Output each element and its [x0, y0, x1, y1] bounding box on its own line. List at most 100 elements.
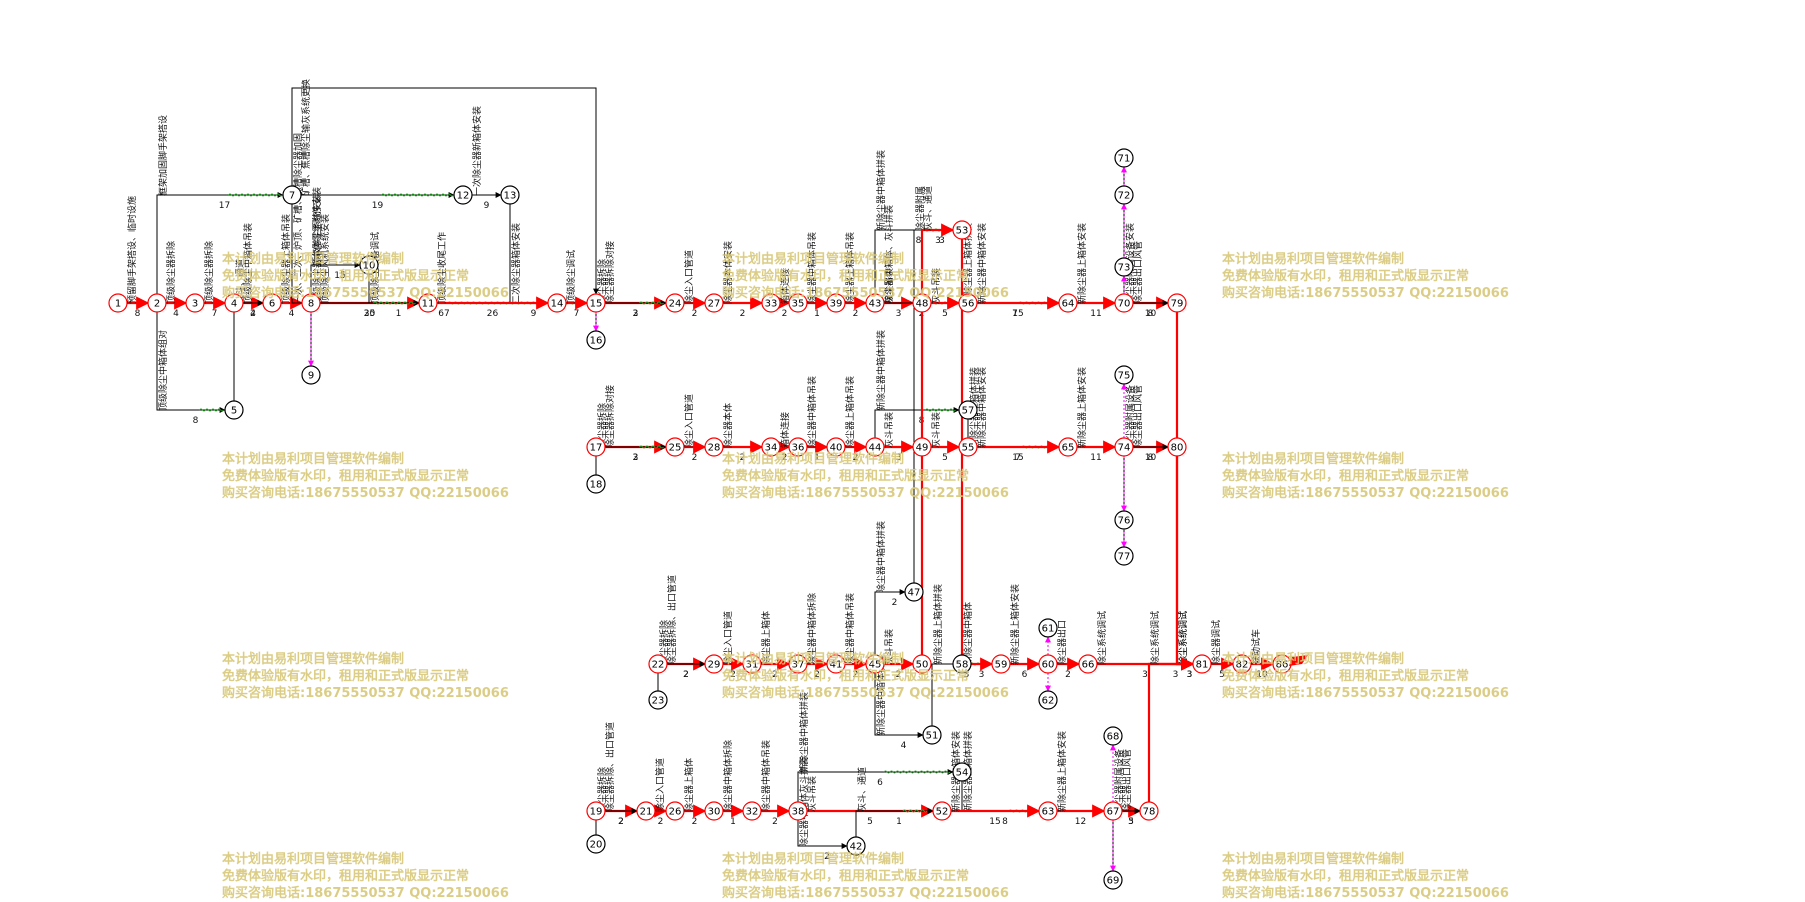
- node-circle: [665, 293, 685, 313]
- event-node-68: 68: [1103, 726, 1123, 746]
- node-circle: [586, 437, 606, 457]
- activity-duration: 4: [901, 741, 907, 751]
- activity-name: 顶级除尘风机系统安装: [319, 214, 331, 304]
- event-node-62: 62: [1038, 690, 1058, 710]
- node-number: 70: [1118, 299, 1131, 310]
- node-number: 41: [830, 660, 843, 671]
- event-node-11: 11: [418, 293, 438, 313]
- node-circle: [865, 293, 885, 313]
- free-float-wave: [373, 301, 416, 305]
- activity-duration: 2: [692, 453, 698, 463]
- event-node-58: 58: [952, 654, 972, 674]
- node-circle: [418, 293, 438, 313]
- node-circle: [788, 801, 808, 821]
- activity-duration: 5: [1128, 817, 1134, 827]
- activity-name: 除尘器中箱体、灰斗拼装: [883, 205, 895, 304]
- activity-name: 新除尘器上箱体安装: [1076, 367, 1088, 448]
- node-circle: [865, 437, 885, 457]
- node-number: 33: [765, 299, 778, 310]
- watermark-line-1: 本计划由易利项目管理软件编制: [222, 252, 405, 267]
- watermark-line-1: 本计划由易利项目管理软件编制: [1222, 852, 1405, 867]
- activity-name: 除尘器附属: [914, 186, 926, 231]
- node-number: 31: [746, 660, 759, 671]
- event-node-34: 34: [761, 437, 781, 457]
- activity-name: 新除尘器中箱体拼装: [875, 330, 887, 411]
- event-node-6: 6: [262, 293, 282, 313]
- activity-name: 顶级除尘中箱体吊装: [242, 223, 254, 304]
- event-node-13: 13: [500, 185, 520, 205]
- watermark-block-12: 本计划由易利项目管理软件编制 免费体验版有水印，租用和正式版显示正常 购买咨询电…: [1222, 851, 1509, 902]
- activity-duration: 15: [334, 271, 345, 281]
- activity-duration: 3: [979, 670, 985, 680]
- activity-duration: 10: [1256, 670, 1268, 680]
- node-circle: [1114, 365, 1134, 385]
- node-number: 81: [1196, 660, 1209, 671]
- node-circle: [1103, 801, 1123, 821]
- event-node-80: 80: [1167, 437, 1187, 457]
- node-circle: [1114, 546, 1134, 566]
- activity-arrow: [595, 444, 667, 475]
- finish-flag-icon: [1289, 655, 1308, 666]
- node-circle: [1058, 437, 1078, 457]
- watermark-line-1: 本计划由易利项目管理软件编制: [222, 852, 405, 867]
- node-number: 49: [916, 443, 929, 454]
- watermark-line-2: 免费体验版有水印，租用和正式版显示正常: [1222, 669, 1470, 684]
- activity-duration: 9: [484, 201, 490, 211]
- event-node-60: 60: [1038, 654, 1058, 674]
- activity-arrow: [920, 223, 955, 655]
- activity-duration: 67: [438, 309, 449, 319]
- node-number: 5: [231, 406, 237, 417]
- activity-name: 框架加固脚手架搭设: [157, 115, 169, 196]
- activity-name: 新除尘器中箱体安装: [976, 223, 988, 304]
- watermark-block-4: 本计划由易利项目管理软件编制 免费体验版有水印，租用和正式版显示正常 购买咨询电…: [222, 451, 509, 502]
- event-node-57: 57: [958, 400, 978, 420]
- node-number: 9: [308, 371, 314, 382]
- activity-name: 除尘器出口: [1056, 620, 1068, 665]
- activity-duration: 2: [692, 309, 698, 319]
- activity-name: 除尘器出口风管: [1132, 385, 1144, 448]
- node-number: 1: [115, 299, 121, 310]
- activity-arrow: [874, 589, 906, 655]
- node-number: 20: [590, 840, 603, 851]
- activity-name: 除尘器附属设备: [1113, 749, 1125, 812]
- node-number: 61: [1042, 624, 1055, 635]
- node-circle: [1114, 510, 1134, 530]
- node-number: 75: [1118, 371, 1131, 382]
- activity-duration: 30: [364, 309, 376, 319]
- node-circle: [826, 437, 846, 457]
- node-circle: [1114, 437, 1134, 457]
- node-circle: [826, 654, 846, 674]
- node-number: 51: [926, 731, 939, 742]
- watermark-line-3: 购买咨询电话:18675550537 QQ:22150066: [722, 886, 1009, 901]
- node-circle: [952, 762, 972, 782]
- activity-duration: 3: [1187, 670, 1193, 680]
- activity-name: 新除尘器中箱体拼装: [875, 150, 887, 231]
- node-number: 39: [830, 299, 843, 310]
- event-node-70: 70: [1114, 293, 1134, 313]
- activity-54-63: 8新除尘器上箱体拼装: [961, 731, 1040, 827]
- node-number: 18: [590, 480, 603, 491]
- node-circle: [704, 801, 724, 821]
- event-node-40: 40: [826, 437, 846, 457]
- watermark-line-3: 购买咨询电话:18675550537 QQ:22150066: [1222, 686, 1509, 701]
- activity-duration: 7: [1015, 453, 1021, 463]
- activity-duration: 5: [1219, 670, 1225, 680]
- event-node-19: 19: [586, 801, 606, 821]
- activity-name: 预留脚手架搭设、临时设施: [126, 196, 138, 304]
- activity-duration: 19: [372, 201, 384, 211]
- event-node-50: 50: [912, 654, 932, 674]
- node-number: 80: [1171, 443, 1184, 454]
